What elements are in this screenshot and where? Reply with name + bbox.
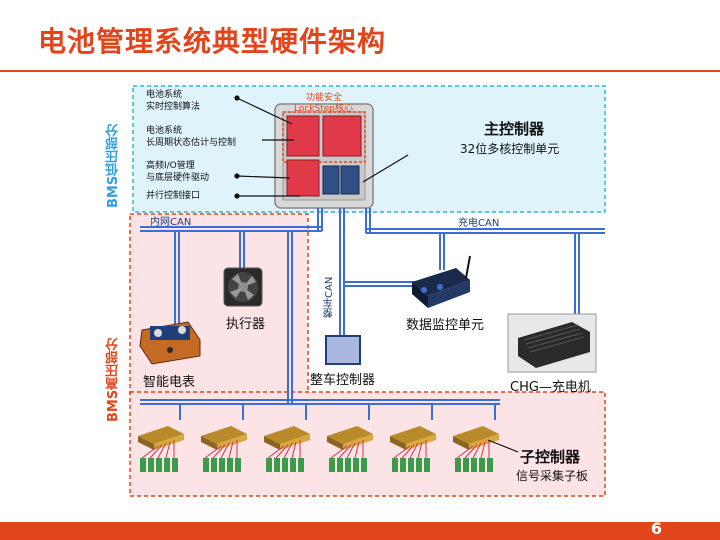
annotation-realtime: 电池系统 实时控制算法 (146, 90, 201, 112)
lockstep-label: LockStep核心 (294, 104, 354, 114)
main-controller-chip (274, 103, 374, 209)
actuator-icon (223, 267, 263, 307)
data-monitor-label: 数据监控单元 (406, 318, 485, 333)
main-controller-subtitle: 32位多核控制单元 (460, 142, 560, 156)
smart-meter-icon (139, 321, 201, 365)
high-voltage-region-bottom (129, 391, 606, 497)
annotation-parallel-interface: 并行控制接口 (146, 191, 201, 201)
sub-controller-subtitle: 信号采集子板 (516, 469, 589, 483)
footer-bar (0, 522, 720, 540)
charging-can-label: 充电CAN (458, 218, 500, 229)
main-controller-title: 主控制器 (484, 120, 545, 138)
title-divider (0, 70, 720, 72)
smart-meter-label: 智能电表 (143, 375, 196, 390)
actuator-label: 执行器 (226, 317, 266, 332)
slide-title: 电池管理系统典型硬件架构 (38, 25, 387, 58)
page-number: 6 (650, 519, 662, 538)
charger-label: CHG—充电机 (510, 380, 591, 395)
sub-controller-title: 子控制器 (520, 448, 581, 466)
annotation-state-estimation: 电池系统 长周期状态估计与控制 (146, 126, 237, 148)
charger-icon (507, 313, 597, 373)
vehicle-controller-label: 整车控制器 (310, 373, 376, 388)
low-voltage-label: BMS低压部分 (106, 123, 121, 208)
vehicle-controller-icon (325, 335, 361, 365)
annotation-io-management: 高频I/O管理 与底层硬件驱动 (146, 161, 210, 183)
high-voltage-region-left (129, 213, 309, 397)
high-voltage-label: BMS高压部分 (106, 337, 121, 422)
data-monitor-icon (412, 255, 471, 308)
internal-can-label: 内网CAN (150, 217, 192, 228)
vehicle-can-label: 整车CAN (324, 276, 335, 318)
sub-controller-boards (138, 426, 499, 472)
safety-label: 功能安全 (306, 93, 343, 103)
